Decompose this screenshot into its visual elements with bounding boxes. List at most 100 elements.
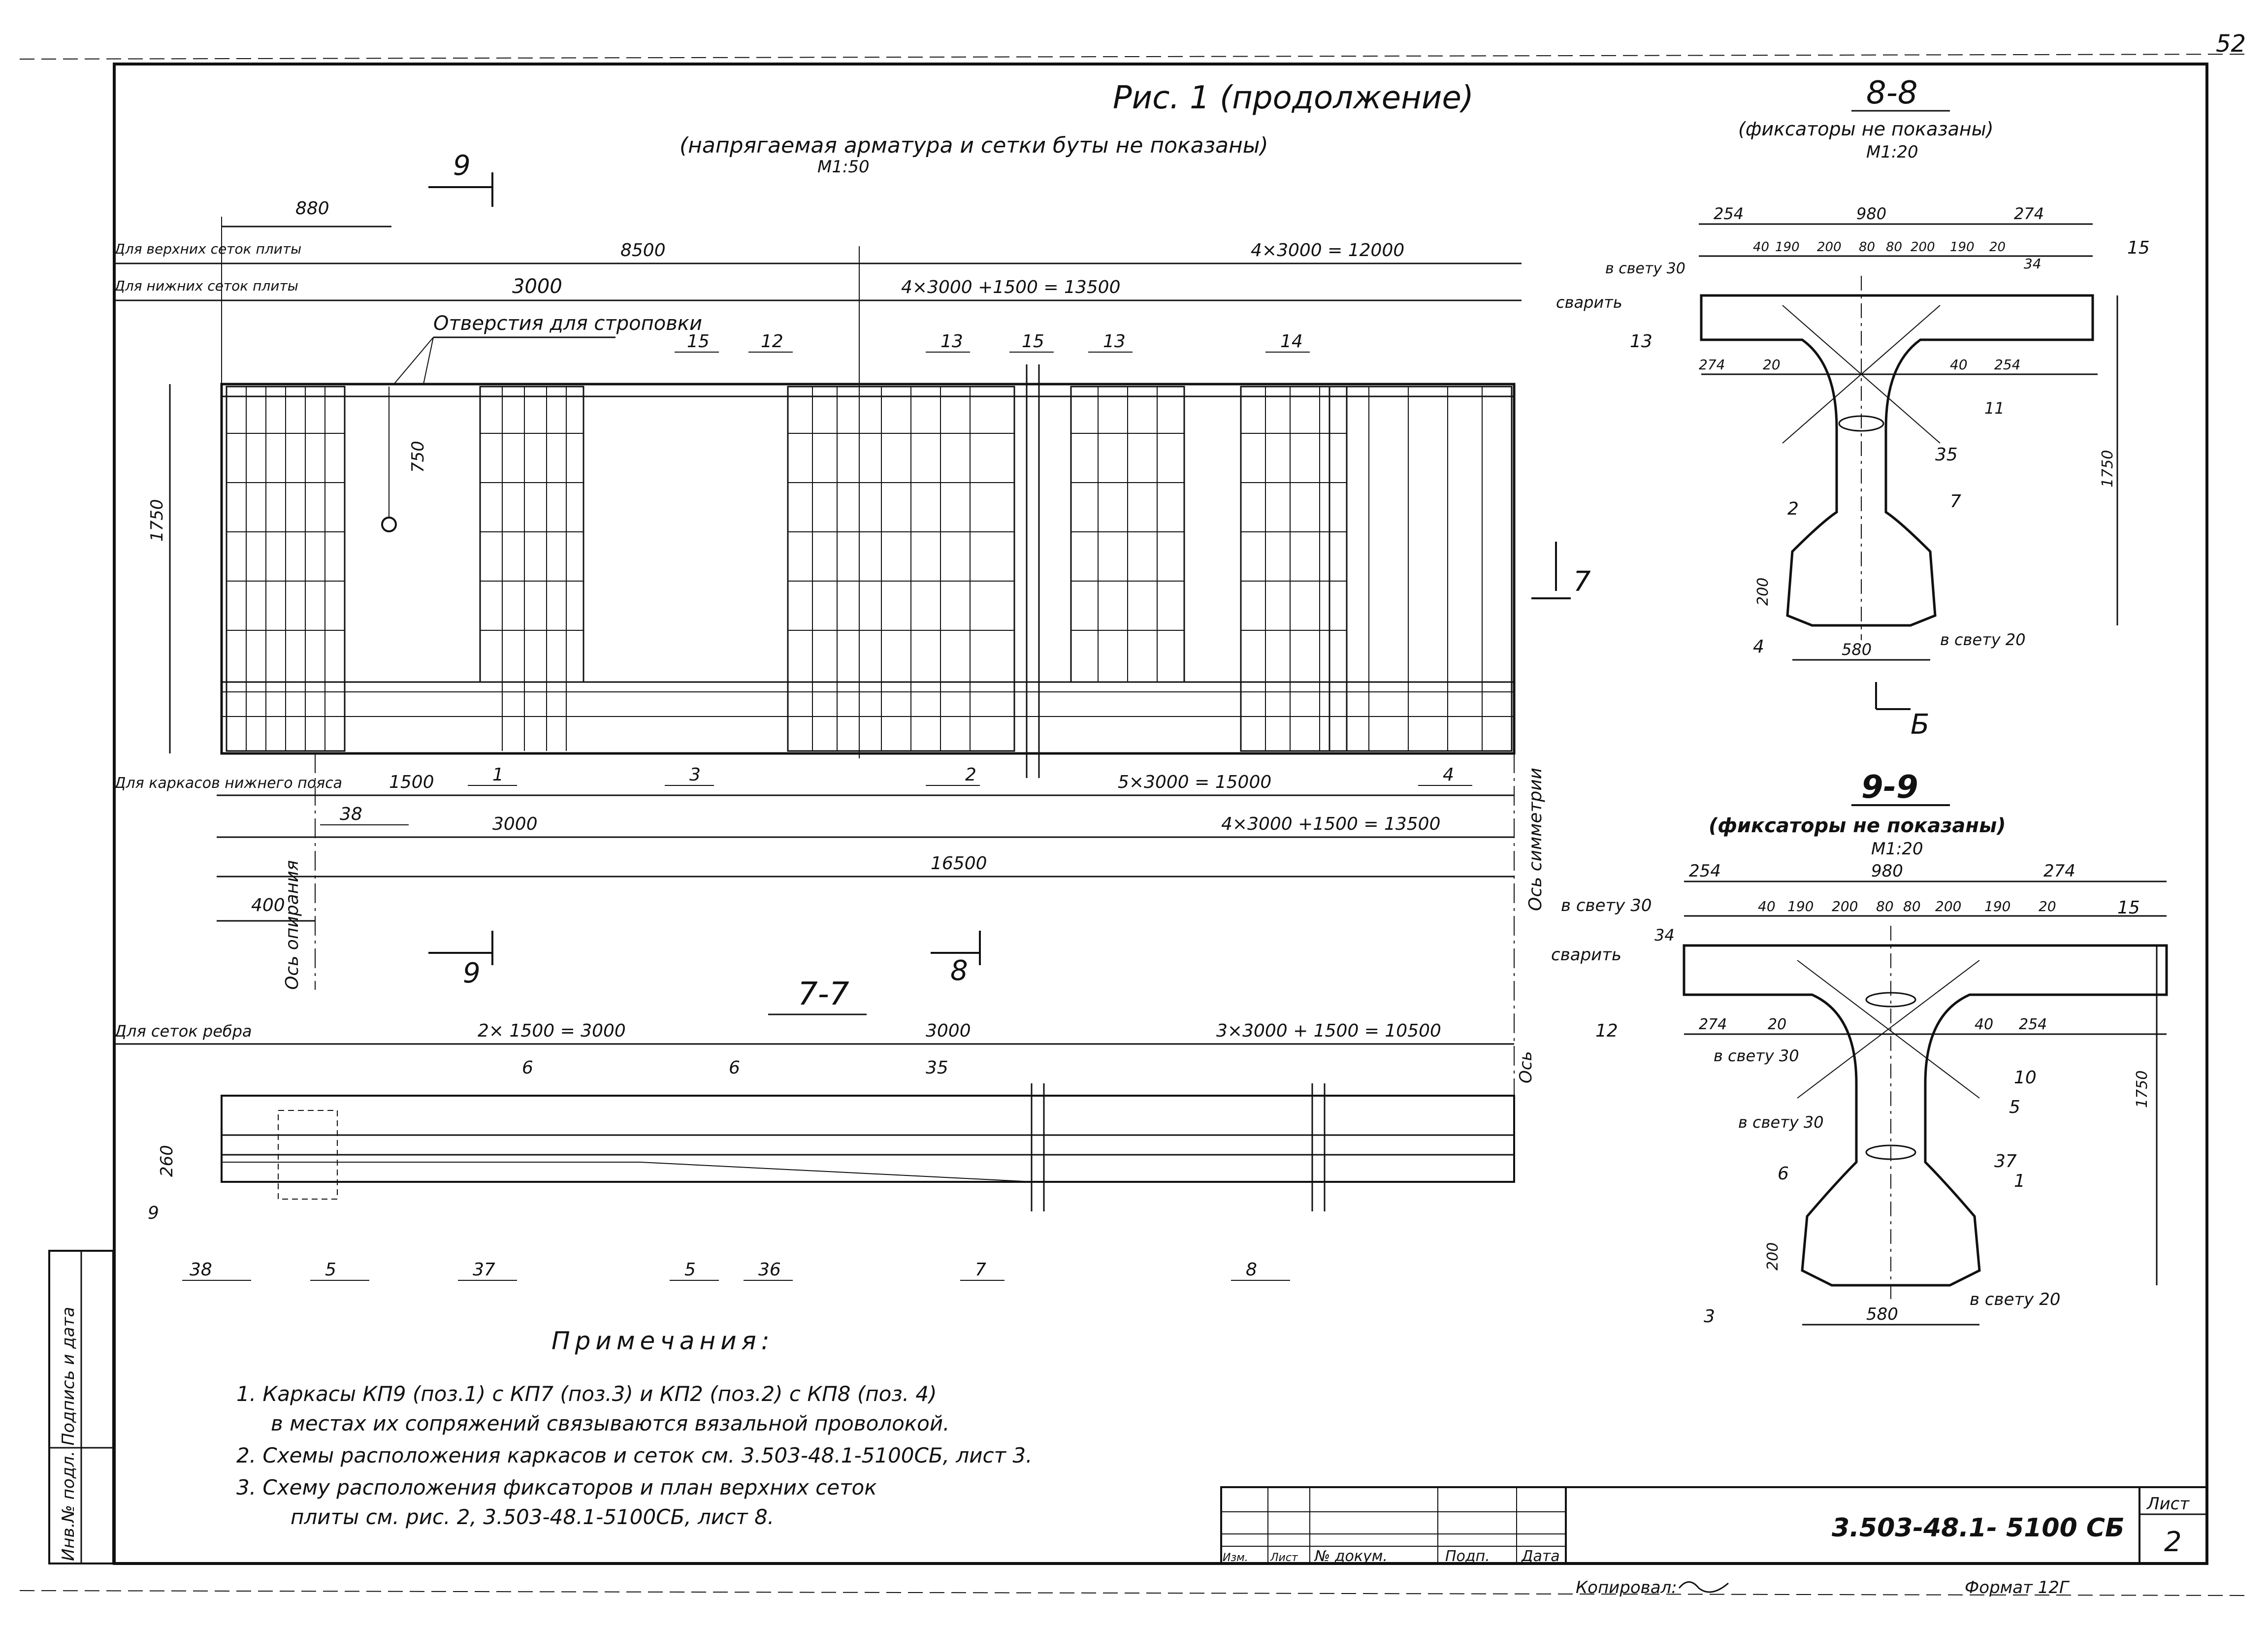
pos-9: 9	[148, 1203, 159, 1223]
section-8-8-scale: М1:20	[1866, 142, 1918, 162]
note-3b: плиты см. рис. 2, 3.503-48.1-5100СБ, лис…	[291, 1505, 774, 1529]
side-stamp: Инв.№ подл. Подпись и дата	[48, 1250, 114, 1564]
s88-d200a: 200	[1817, 240, 1842, 255]
dim-750: 750	[408, 441, 428, 473]
s99-d200-base: 200	[1764, 1242, 1782, 1270]
pos-12: 12	[761, 331, 783, 352]
rib-positions: 6 6 35 9 38 5 37 5 36 7 8	[148, 1058, 1290, 1281]
s88-d200b: 200	[1911, 240, 1935, 255]
section-7-7-title: 7-7	[798, 976, 849, 1012]
pos-1: 1	[492, 765, 504, 785]
tb-designation: 3.503-48.1- 5100 СБ	[1832, 1513, 2125, 1543]
s88-d40: 40	[1753, 240, 1769, 255]
dim-260: 260	[157, 1145, 177, 1177]
pos-13-a: 13	[940, 331, 963, 352]
dim-880: 880	[295, 198, 329, 219]
dim-15000: 5×3000 = 15000	[1118, 772, 1271, 792]
dim-13500-top: 4×3000 +1500 = 13500	[901, 277, 1120, 297]
s88-d274: 274	[2014, 204, 2044, 223]
dim-12000: 4×3000 = 12000	[1251, 240, 1404, 260]
s88-cut-b: Б	[1911, 709, 1929, 741]
s88-pos-15: 15	[2127, 238, 2150, 258]
pos-38-77: 38	[190, 1260, 212, 1280]
s88-section-shape	[1700, 294, 2094, 627]
s99-section-shape	[1683, 944, 2168, 1287]
tb-sheet-no: 2	[2164, 1526, 2182, 1558]
tb-doc: № докум.	[1314, 1548, 1388, 1565]
s88-pos-7: 7	[1950, 491, 1961, 512]
s88-pos-35: 35	[1935, 445, 1958, 465]
notes-heading: Примечания:	[551, 1327, 775, 1355]
notes-block: Примечания: 1. Каркасы КП9 (поз.1) с КП7…	[236, 1327, 1033, 1529]
section-8-8: 8-8 (фиксаторы не показаны) М1:20 254 98…	[1556, 75, 2150, 741]
s99-svetu20: в свету 20	[1970, 1290, 2061, 1309]
s88-d190b: 190	[1950, 240, 1975, 255]
axis-symmetry-label: Ось симметрии	[1525, 768, 1546, 911]
s88-d1750: 1750	[2099, 450, 2116, 488]
axis-77-label: Ось	[1516, 1051, 1536, 1084]
elevation-position-tags: 15 12 13 15 13 14 1 3 2 4 38	[320, 331, 1472, 825]
s99-svarit: сварить	[1551, 945, 1621, 965]
s99-pos-3: 3	[1704, 1306, 1715, 1327]
s99-d20: 20	[2039, 898, 2056, 914]
dim-1750: 1750	[147, 499, 167, 542]
s99-l274: 274	[1699, 1016, 1727, 1033]
pos-3: 3	[689, 765, 701, 785]
elevation-title: Рис. 1 (продолжение)	[1113, 80, 1474, 116]
s99-d200b: 200	[1935, 898, 1961, 914]
lifting-hole	[381, 517, 397, 532]
s99-d80b: 80	[1903, 898, 1921, 914]
section-8-8-subtitle: (фиксаторы не показаны)	[1738, 118, 1994, 140]
pos-5-a: 5	[325, 1260, 336, 1280]
s99-svetu30b: в свету 30	[1714, 1046, 1799, 1065]
cage-grid-6	[1328, 386, 1513, 752]
s99-d200a: 200	[1832, 898, 1858, 914]
lower-mesh-label: Для нижних сеток плиты	[113, 278, 298, 294]
s88-d580: 580	[1842, 640, 1872, 659]
dim-2x1500: 2× 1500 = 3000	[478, 1021, 626, 1041]
tb-sheet-label: Лист	[2146, 1494, 2190, 1514]
note-2: 2. Схемы расположения каркасов и сеток с…	[236, 1443, 1033, 1467]
s88-d190a: 190	[1775, 240, 1800, 255]
note-1a: 1. Каркасы КП9 (поз.1) с КП7 (поз.3) и К…	[236, 1382, 937, 1406]
dim-400: 400	[251, 895, 285, 915]
corner-sheet-number: 52	[2216, 30, 2246, 58]
s99-d980: 980	[1871, 861, 1903, 881]
cut-mark-8: 8	[950, 955, 968, 987]
s88-pos-11: 11	[1984, 399, 2005, 418]
elevation-scale: М1:50	[817, 157, 870, 177]
dim-10500: 3×3000 + 1500 = 10500	[1216, 1021, 1441, 1041]
s88-d254: 254	[1714, 204, 1744, 223]
pos-14: 14	[1280, 331, 1303, 352]
section-9-9-subtitle: (фиксаторы не показаны)	[1709, 814, 2006, 837]
cage-grid-3	[787, 386, 1015, 752]
s99-l254: 254	[2019, 1016, 2047, 1033]
pos-15-b: 15	[1022, 331, 1044, 352]
pos-8: 8	[1246, 1260, 1257, 1280]
s99-svetu30c: в свету 30	[1738, 1113, 1824, 1132]
s99-pos-12: 12	[1595, 1021, 1618, 1041]
s99-d40: 40	[1758, 898, 1776, 914]
cage-grid-4	[1070, 386, 1185, 683]
s88-pos-13: 13	[1630, 331, 1652, 352]
section-8-8-title: 8-8	[1866, 75, 1918, 111]
s88-pos-2: 2	[1787, 499, 1799, 519]
pos-6-b: 6	[729, 1058, 740, 1078]
s99-d274: 274	[2043, 861, 2075, 881]
pos-37: 37	[473, 1260, 495, 1280]
s88-l40: 40	[1950, 357, 1968, 373]
s99-pos-1: 1	[2014, 1171, 2025, 1191]
dim-1500: 1500	[389, 772, 434, 792]
s99-l40: 40	[1975, 1016, 1993, 1033]
s88-l20: 20	[1763, 357, 1781, 373]
pos-7: 7	[975, 1260, 986, 1280]
s88-l254: 254	[1994, 357, 2020, 373]
dim-3000-bottom: 3000	[492, 814, 538, 834]
s99-pos-6: 6	[1778, 1164, 1789, 1184]
cage-grid-2	[479, 386, 584, 751]
s99-d254: 254	[1689, 861, 1721, 881]
elevation-subtitle: (напрягаемая арматура и сетки буты не по…	[680, 133, 1268, 158]
section-9-9-scale: М1:20	[1871, 839, 1923, 859]
section-9-9-title: 9-9	[1861, 769, 1918, 806]
cut-mark-9-bottom: 9	[463, 957, 481, 989]
